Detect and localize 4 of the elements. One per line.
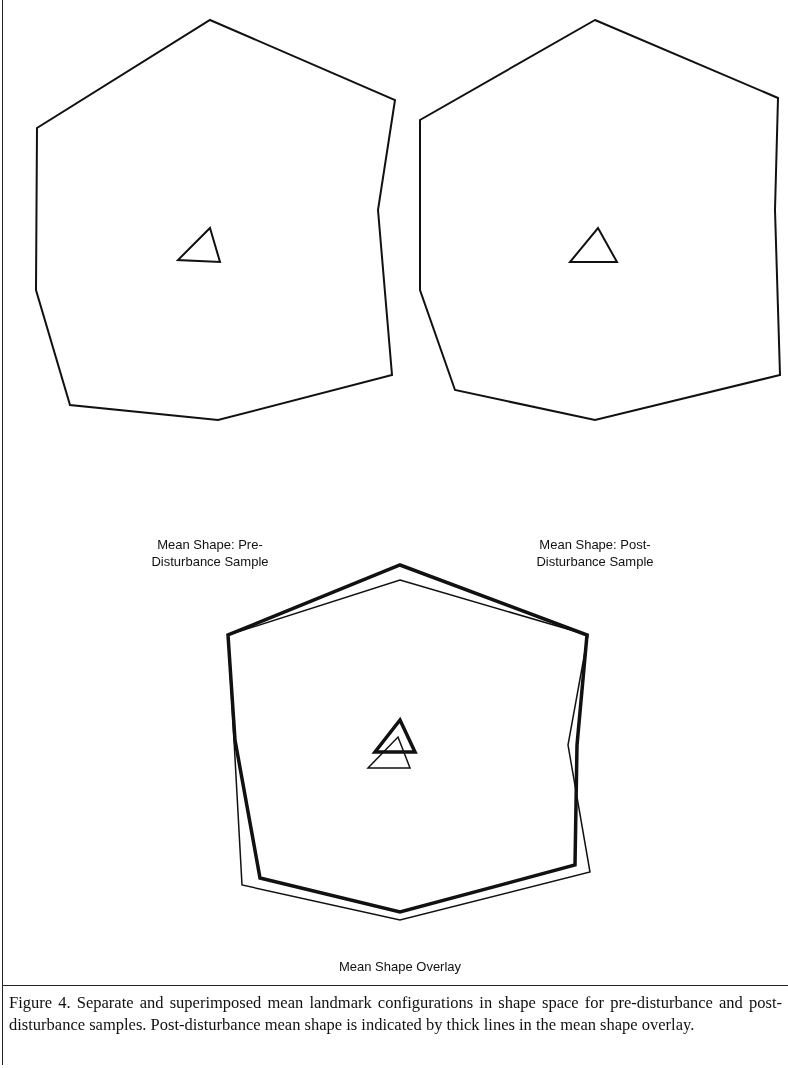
drawing-label: Mean Shape: Pre-Disturbance Sample — [150, 536, 270, 570]
drawing-label: Mean Shape: Post-Disturbance Sample — [535, 536, 655, 570]
figure-caption: Figure 4. Separate and superimposed mean landmark configurations in shape space for pre-disturbance and post-disturbance samples. Post-disturbance mean shape is indicated by thick lines in the mean shape overlay. — [8, 992, 783, 1036]
drawing-label: Mean Shape Overlay — [337, 958, 463, 975]
